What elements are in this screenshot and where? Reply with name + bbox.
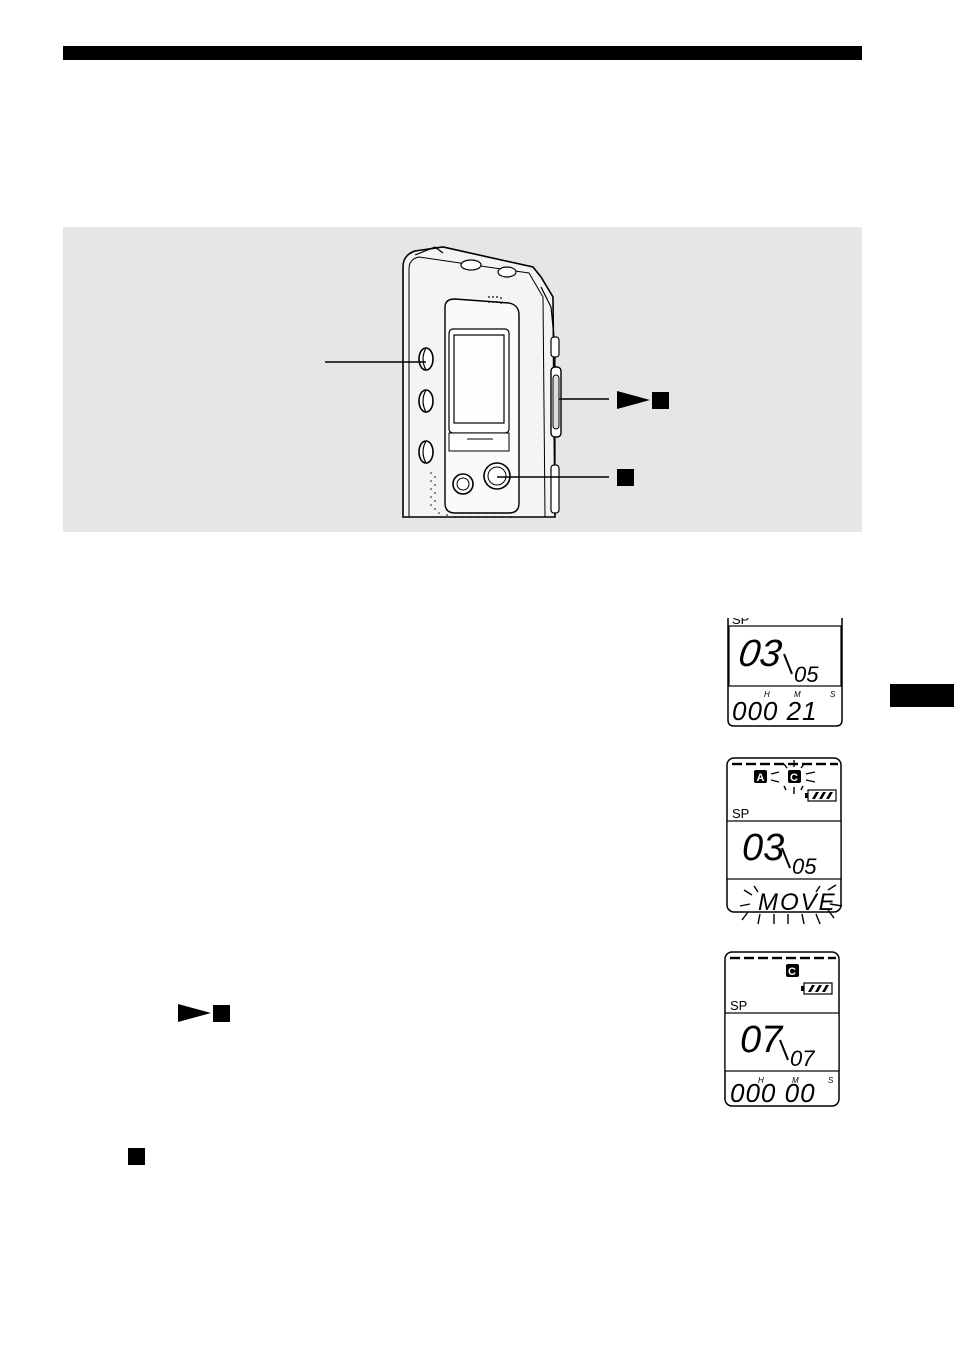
- lcd-folder-c: C: [788, 966, 796, 978]
- lcd-display-1: SP 03 05 H M S 000 21: [724, 618, 846, 728]
- lcd-message-number: 03: [736, 632, 784, 675]
- lcd-unit-m: M: [792, 1076, 799, 1085]
- step-stop-icon: [128, 1148, 145, 1170]
- lcd-unit-h: H: [758, 1076, 764, 1085]
- lcd-message-number: 03: [742, 827, 784, 869]
- lcd-counter: 000 00: [730, 1078, 816, 1108]
- header-rule: [63, 46, 862, 60]
- stop-icon: [617, 469, 634, 491]
- section-tab: [890, 684, 954, 707]
- lcd-folder-a: A: [757, 772, 765, 784]
- lcd-display-2: A C SP 03 05 MOVE: [724, 756, 850, 926]
- lcd-total-messages: 05: [792, 854, 817, 879]
- lcd-mode: SP: [732, 806, 749, 821]
- ic-recorder-drawing: [325, 246, 609, 518]
- lcd-unit-m: M: [794, 690, 801, 699]
- lcd-unit-h: H: [764, 690, 770, 699]
- lcd-mode: SP: [730, 998, 747, 1013]
- lcd-display-3: C SP 07 07 H M S 000 00: [722, 950, 844, 1110]
- device-illustration-panel: [63, 227, 862, 532]
- lcd-status: MOVE: [758, 889, 837, 916]
- lcd-mode: SP: [732, 618, 749, 627]
- play-stop-icon: [617, 391, 669, 409]
- step-play-stop-icon: [178, 1004, 230, 1022]
- lcd-unit-s: S: [830, 690, 836, 699]
- lcd-unit-s: S: [828, 1076, 834, 1085]
- lcd-total-messages: 05: [794, 662, 819, 687]
- lcd-message-number: 07: [740, 1019, 784, 1061]
- lcd-folder-c: C: [790, 772, 798, 784]
- lcd-counter: 000 21: [732, 696, 818, 726]
- lcd-total-messages: 07: [790, 1046, 815, 1071]
